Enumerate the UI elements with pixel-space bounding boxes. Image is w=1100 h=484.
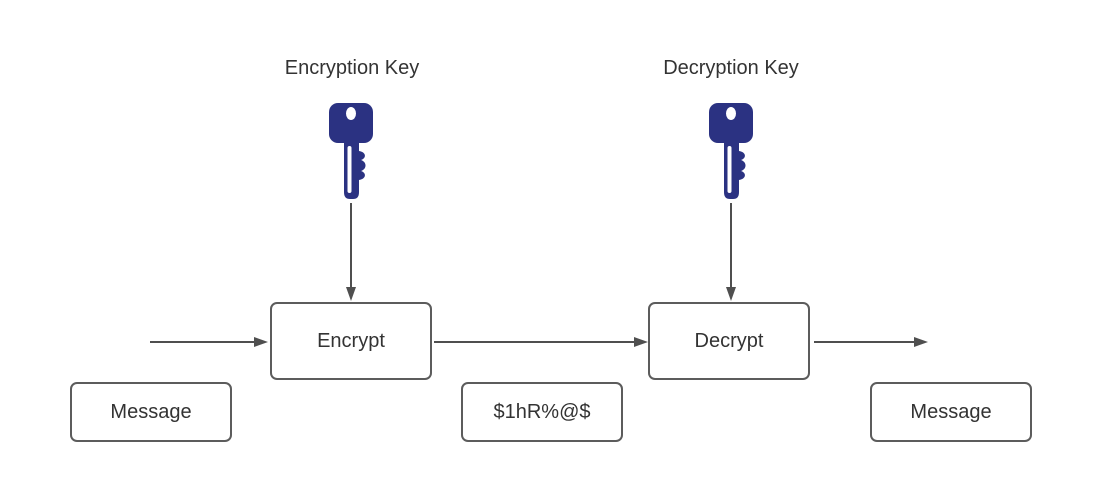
key-icon <box>709 103 753 199</box>
key-icon <box>329 103 373 199</box>
message-box-right: Message <box>870 382 1032 442</box>
decryption-key-label: Decryption Key <box>663 57 799 79</box>
decrypt-box: Decrypt <box>648 302 810 380</box>
message-box-left: Message <box>70 382 232 442</box>
encrypt-box: Encrypt <box>270 302 432 380</box>
ciphertext-box: $1hR%@$ <box>461 382 623 442</box>
encryption-key-label: Encryption Key <box>284 57 420 79</box>
